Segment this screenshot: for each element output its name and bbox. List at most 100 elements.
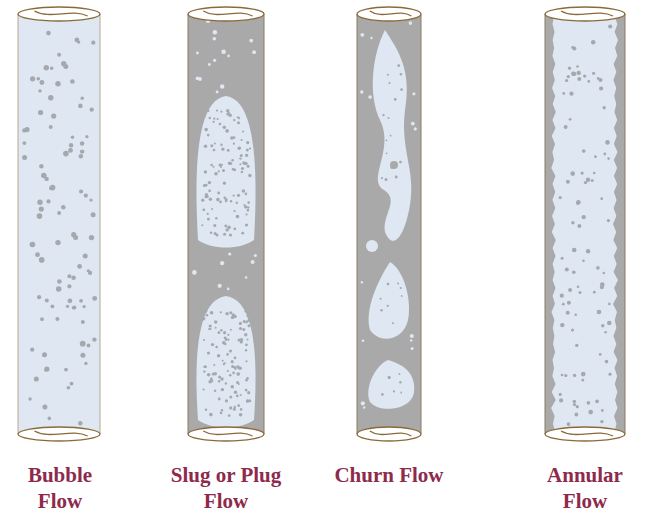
- bubble-dot: [577, 71, 581, 75]
- bubble-dot: [216, 198, 220, 202]
- bubble-dot: [44, 65, 49, 70]
- bubble-dot: [408, 395, 412, 399]
- bubble-dot: [232, 168, 235, 171]
- bubble-dot: [245, 343, 248, 346]
- bubble-dot: [233, 315, 235, 317]
- flow-regime-label: Bubble Flow: [4, 462, 116, 514]
- bubble-dot: [229, 233, 232, 236]
- bubble-dot: [576, 65, 579, 68]
- bubble-dot: [562, 92, 565, 95]
- bubble-dot: [241, 167, 244, 170]
- bubble-dot: [242, 189, 245, 192]
- bubble-dot: [233, 143, 235, 145]
- bubble-dot: [39, 257, 45, 263]
- bubble-dot: [244, 333, 247, 336]
- bubble-dot: [55, 317, 59, 321]
- bubble-dot: [587, 401, 591, 405]
- bubble-dot: [231, 159, 234, 162]
- bubble-dot: [241, 171, 244, 174]
- bubble-dot: [46, 199, 50, 203]
- bubble-dot: [230, 329, 232, 331]
- bubble-dot: [210, 311, 214, 315]
- bubble-dot: [233, 315, 236, 318]
- bubble-dot: [399, 373, 401, 375]
- bubble-dot: [57, 279, 62, 284]
- bubble-dot: [568, 288, 572, 292]
- bubble-dot: [608, 24, 612, 28]
- bubble-dot: [575, 413, 579, 417]
- bubble-dot: [218, 380, 220, 382]
- bubble-dot: [394, 98, 397, 101]
- bubble-dot: [238, 147, 241, 150]
- bubble-dot: [213, 37, 217, 41]
- bubble-dot: [245, 389, 248, 392]
- bubble-dot: [246, 399, 249, 402]
- bubble-dot: [215, 327, 217, 329]
- bubble-dot: [234, 357, 237, 360]
- bubble-dot: [213, 118, 215, 120]
- bubble-dot: [249, 39, 253, 43]
- bubble-dot: [560, 323, 564, 327]
- bubble-dot: [360, 90, 363, 93]
- bubble-dot: [224, 225, 227, 228]
- bubble-dot: [608, 373, 611, 376]
- bubble-dot: [236, 381, 239, 384]
- bubble-dot: [66, 305, 69, 308]
- bubble-dot: [240, 408, 243, 411]
- bubble-dot: [202, 208, 205, 211]
- bubble-dot: [238, 339, 241, 342]
- bubble-dot: [55, 240, 60, 245]
- bubble-dot: [42, 352, 47, 357]
- bubble-dot: [37, 200, 42, 205]
- bubble-dot: [591, 40, 595, 44]
- bubble-dot: [39, 206, 44, 211]
- bubble-dot: [394, 98, 396, 100]
- annular-pipe: [545, 14, 625, 434]
- flow-regime-label: Churn Flow: [333, 462, 445, 488]
- bubble-dot: [387, 74, 389, 76]
- bubble-dot: [35, 252, 40, 257]
- pipe-end: [18, 7, 100, 21]
- bubble-dot: [230, 200, 232, 202]
- bubble-dot: [581, 379, 584, 382]
- bubble-dot: [205, 195, 208, 198]
- bubble-dot: [79, 189, 83, 193]
- bubble-dot: [239, 322, 242, 325]
- bubble-dot: [218, 375, 221, 378]
- bubble-dot: [577, 77, 581, 81]
- bubble-dot: [220, 144, 222, 146]
- bubble-dot: [231, 385, 235, 389]
- bubble-dot: [588, 410, 593, 415]
- bubble-dot: [223, 331, 226, 334]
- pipe-end: [545, 427, 625, 441]
- bubble-dot: [603, 272, 606, 275]
- bubble-dot: [77, 264, 82, 269]
- bubble-dot: [584, 181, 587, 184]
- bubble-dot: [227, 370, 229, 372]
- bubble-dot: [230, 136, 233, 139]
- bubble-dot: [239, 163, 241, 165]
- bubble-dot: [87, 344, 91, 348]
- bubble-dot: [81, 320, 85, 324]
- bubble-dot: [392, 322, 394, 324]
- bubble-dot: [75, 38, 80, 43]
- bubble-dot: [561, 257, 564, 260]
- bubble-dot: [579, 291, 582, 294]
- bubble-dot: [597, 310, 602, 315]
- bubble-dot: [223, 363, 225, 365]
- bubble-dot: [234, 210, 236, 212]
- bubble-dot: [227, 55, 230, 58]
- bubble-dot: [51, 114, 56, 119]
- bubble-dot: [227, 339, 229, 341]
- bubble-dot: [22, 155, 27, 160]
- bubble-dot: [214, 390, 216, 392]
- bubble-dot: [221, 49, 226, 54]
- bubble-dot: [213, 224, 216, 227]
- bubble-dot: [592, 72, 595, 75]
- bubble-dot: [393, 390, 395, 392]
- bubble-dot: [586, 249, 590, 253]
- bubble-dot: [569, 92, 573, 96]
- bubble-dot: [227, 226, 231, 230]
- bubble-dot: [246, 377, 249, 380]
- bubble-dot: [222, 360, 224, 362]
